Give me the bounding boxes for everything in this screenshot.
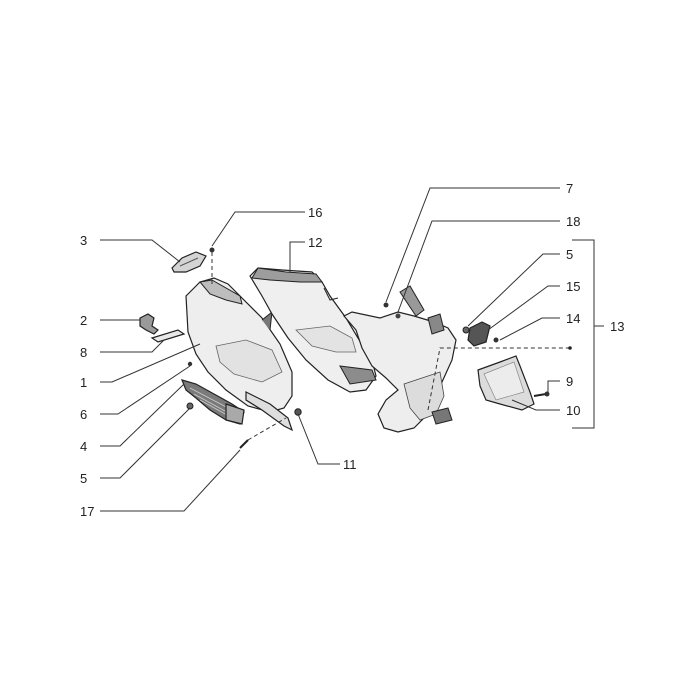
callout-14: 14: [566, 311, 580, 326]
callout-5-upper: 5: [566, 247, 573, 262]
part-2-clip: [139, 313, 159, 335]
callout-labels: 3 2 8 1 6 4 5 17 16 12 11 7 18 5 15 14 9…: [80, 181, 624, 519]
callout-3: 3: [80, 233, 87, 248]
callout-10: 10: [566, 403, 580, 418]
part-9-screw: [533, 391, 550, 397]
callout-8: 8: [80, 345, 87, 360]
part-18-nut: [395, 313, 401, 319]
callout-12: 12: [308, 235, 322, 250]
part-16-screw: [209, 247, 215, 253]
part-3-handle: [171, 251, 207, 273]
callout-7: 7: [566, 181, 573, 196]
callout-17: 17: [80, 504, 94, 519]
callout-16: 16: [308, 205, 322, 220]
callout-18: 18: [566, 214, 580, 229]
callout-13: 13: [610, 319, 624, 334]
part-7-screw: [383, 302, 389, 308]
part-14-screw: [493, 337, 499, 343]
part-8-plate: [150, 329, 186, 343]
callout-2: 2: [80, 313, 87, 328]
part-6-screw: [187, 361, 193, 367]
callout-11: 11: [343, 457, 357, 472]
callout-9: 9: [566, 374, 573, 389]
part-12-inner-shield: [249, 267, 377, 393]
part-lower-strip: [245, 391, 294, 432]
callout-6: 6: [80, 407, 87, 422]
callout-5-lower: 5: [80, 471, 87, 486]
part-5-nut-lower: [186, 402, 194, 410]
leader-lines: [100, 187, 604, 512]
callout-1: 1: [80, 375, 87, 390]
part-13-front-lower-cover: [343, 285, 457, 433]
callout-15: 15: [566, 279, 580, 294]
reference-dot: [568, 346, 572, 350]
part-17-screw: [239, 439, 249, 449]
callout-4: 4: [80, 439, 87, 454]
part-4-grille-trim: [180, 379, 245, 425]
part-10-grille-panel: [477, 355, 535, 411]
part-15-bracket: [467, 321, 491, 347]
part-5-nut-upper: [462, 326, 470, 334]
